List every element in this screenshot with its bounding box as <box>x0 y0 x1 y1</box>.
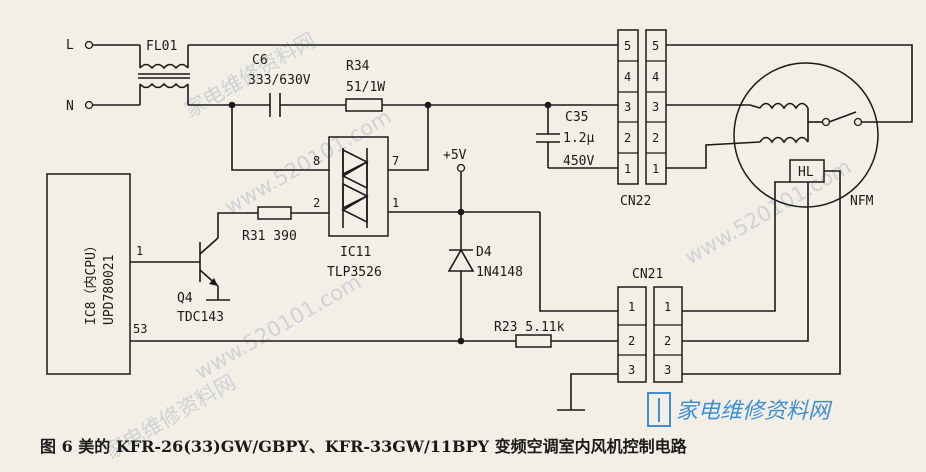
hall-label: HL <box>798 165 814 180</box>
figure-caption: 图 6 美的 KFR-26(33)GW/GBPY、KFR-33GW/11BPY … <box>40 437 688 456</box>
ic-ic8: IC8（内CPU） UPD780021 1 53 <box>46 173 147 375</box>
filter-fl01: FL01 <box>138 39 190 105</box>
cn21-label: CN21 <box>632 267 663 282</box>
r34-name: R34 <box>346 59 370 74</box>
q4-name: Q4 <box>177 291 193 306</box>
r23-body <box>515 334 552 348</box>
watermark-bottom-mid: www.520101.com <box>191 270 366 385</box>
fl01-top-coil <box>139 63 189 70</box>
thermal-switch <box>828 111 857 123</box>
cn22-left-pin3: 3 <box>624 100 631 114</box>
site-logo: 家电维修资料网 <box>647 392 833 427</box>
c35-name: C35 <box>565 110 588 125</box>
wire-to-ic11-pin8 <box>231 105 329 171</box>
capacitor-c6: C6 333/630V <box>248 53 311 117</box>
cn22-right-pin4: 4 <box>652 70 659 84</box>
cn22-right-pin3: 3 <box>652 100 659 114</box>
logo-mark <box>647 392 671 427</box>
r31-body <box>257 206 292 220</box>
fl01-label: FL01 <box>146 39 177 54</box>
cn21-left-pin1: 1 <box>628 300 635 314</box>
vcc-label: +5V <box>443 148 467 163</box>
r34-value: 51/1W <box>346 80 385 95</box>
ic8-part: UPD780021 <box>102 255 117 325</box>
terminal-l-circle <box>84 40 94 50</box>
terminal-l: L <box>66 38 94 53</box>
ic8-name: IC8（内CPU） <box>83 239 99 325</box>
motor-circle <box>733 62 879 208</box>
wire-cn21-pin2-to-hall <box>682 182 809 342</box>
wire-cn21-pin1-to-hall <box>682 181 790 312</box>
capacitor-c35: C35 1.2μ 450V <box>536 105 594 169</box>
cn22-left-pin4: 4 <box>624 70 631 84</box>
watermark-middle: www.520101.com <box>221 105 396 220</box>
vcc-node: +5V <box>443 148 467 173</box>
connector-cn22: 5 4 3 2 1 5 4 3 2 1 CN22 <box>617 29 667 209</box>
terminal-n-circle <box>84 100 94 110</box>
wire-to-cn21-pin1 <box>539 212 618 312</box>
ic-ic11: 8 7 2 1 IC11 TLP3526 <box>313 136 399 280</box>
wire-cn22-pin3-to-motor <box>666 104 761 109</box>
ic11-pin8: 8 <box>313 154 320 168</box>
cn22-right-pin5: 5 <box>652 39 659 53</box>
connector-cn21: 1 2 3 1 2 3 CN21 <box>617 267 683 383</box>
transistor-q4: Q4 TDC143 <box>177 237 224 325</box>
c35-value: 1.2μ <box>563 131 594 146</box>
ic8-body <box>46 173 131 375</box>
ic11-pin2: 2 <box>313 196 320 210</box>
cn22-left-pin2: 2 <box>624 131 631 145</box>
cn21-right-pin2: 2 <box>664 334 671 348</box>
motor-nfm: HL NFM <box>733 62 879 209</box>
ic11-pin1: 1 <box>392 196 399 210</box>
motor-winding-lower <box>759 136 809 144</box>
wire-cn22-pin5-to-motor <box>666 44 913 123</box>
ic8-pin1: 1 <box>136 244 143 258</box>
r23-label: R23 5.11k <box>494 320 565 335</box>
ic11-pin7: 7 <box>392 154 399 168</box>
cn22-right-pin1: 1 <box>652 162 659 176</box>
terminal-n: N <box>66 99 94 114</box>
logo-text: 家电维修资料网 <box>676 399 833 424</box>
d4-part: 1N4148 <box>476 265 523 280</box>
terminal-l-label: L <box>66 38 74 53</box>
cn22-label: CN22 <box>620 194 651 209</box>
q4-part: TDC143 <box>177 310 224 325</box>
c35-voltage: 450V <box>563 154 594 169</box>
ic8-pin53: 53 <box>133 322 147 336</box>
motor-label: NFM <box>850 194 874 209</box>
d4-name: D4 <box>476 245 492 260</box>
motor-winding-upper <box>759 102 809 110</box>
cn22-left-pin1: 1 <box>624 162 631 176</box>
cn21-left-pin2: 2 <box>628 334 635 348</box>
wire-cn22-pin1-to-motor <box>666 141 761 169</box>
ic11-part: TLP3526 <box>327 265 382 280</box>
r31-label: R31 390 <box>242 229 297 244</box>
wire-cn21-pin3-to-hall <box>682 170 841 375</box>
fl01-bottom-coil <box>139 82 189 89</box>
cn21-right-pin3: 3 <box>664 363 671 377</box>
resistor-r34: R34 51/1W <box>345 59 385 112</box>
cn22-left-pin5: 5 <box>624 39 631 53</box>
cn21-right-pin1: 1 <box>664 300 671 314</box>
resistor-r23: R23 5.11k <box>494 320 565 348</box>
c6-name: C6 <box>252 53 268 68</box>
c6-value: 333/630V <box>248 73 311 88</box>
cn22-right-pin2: 2 <box>652 131 659 145</box>
wire-to-ic11-pin7 <box>388 105 429 171</box>
ic11-name: IC11 <box>340 245 371 260</box>
ic11-body <box>328 136 389 237</box>
cn21-left-pin3: 3 <box>628 363 635 377</box>
diode-d4: D4 1N4148 <box>447 233 523 341</box>
terminal-n-label: N <box>66 99 74 114</box>
